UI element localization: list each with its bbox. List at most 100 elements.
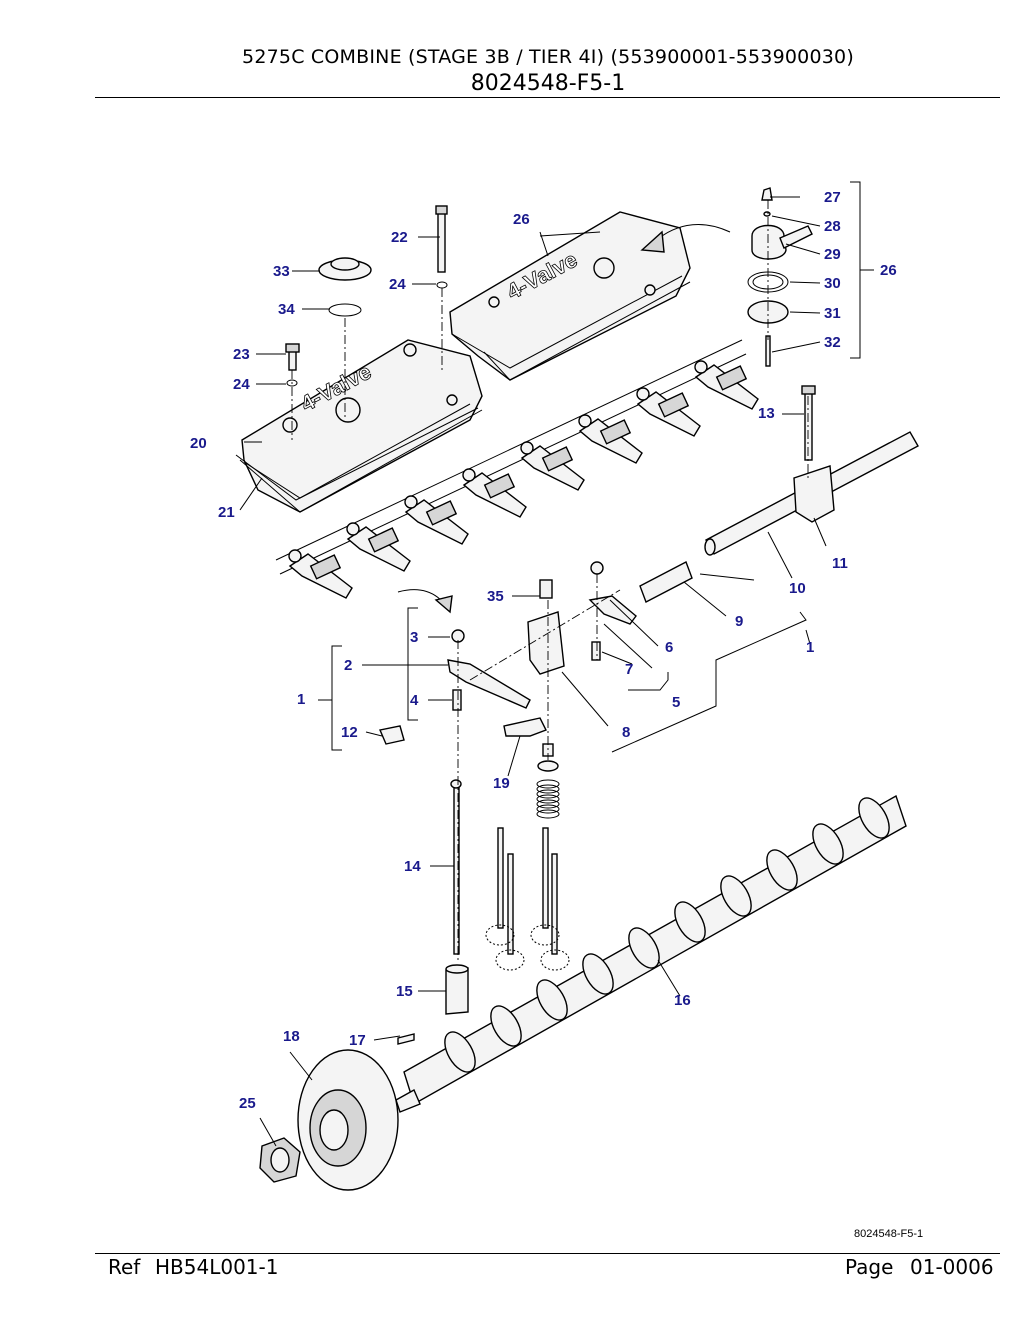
leader-line: [539, 231, 601, 237]
adjuster-nut: [694, 360, 708, 374]
rocker-arm-assembly: [275, 339, 759, 599]
callout-24: 24: [233, 376, 250, 393]
shaft-spring: [599, 419, 632, 445]
header-rule: [95, 97, 1000, 98]
leader-line: [373, 1035, 401, 1041]
adjuster-nut: [636, 387, 650, 401]
cam-lobe: [720, 875, 752, 917]
callout-26: 26: [513, 211, 530, 228]
callout-28: 28: [824, 218, 841, 235]
leader-line: [657, 959, 681, 997]
bracket-line: [805, 629, 811, 645]
leader-line: [259, 1117, 277, 1147]
leader-line: [239, 477, 263, 511]
leader-line: [789, 311, 821, 314]
ref-value: HB54L001-1: [155, 1255, 279, 1279]
callout-18: 18: [283, 1028, 300, 1045]
bracket-line: [628, 672, 669, 691]
callout-5: 5: [672, 694, 680, 711]
adjuster-nut: [404, 495, 418, 509]
adjuster-nut: [520, 441, 534, 455]
callout-27: 27: [824, 189, 841, 206]
callout-17: 17: [349, 1032, 366, 1049]
leader-line: [365, 731, 383, 737]
leader-line: [771, 215, 821, 227]
callout-29: 29: [824, 246, 841, 263]
valve-train: [445, 717, 570, 1015]
shaft-spring: [657, 392, 690, 418]
cam-lobe: [444, 1031, 476, 1073]
arrow-head: [640, 230, 665, 253]
leader-line: [609, 599, 659, 647]
callout-13: 13: [758, 405, 775, 422]
callout-20: 20: [190, 435, 207, 452]
callout-11: 11: [832, 555, 848, 572]
shaft-spring: [483, 473, 516, 499]
valve-spring-coil: [536, 799, 560, 809]
callout-4: 4: [410, 692, 419, 709]
adjuster-nut: [288, 549, 302, 563]
figure-id-label: 8024548-F5-1: [854, 1228, 923, 1240]
adjuster-nut: [462, 468, 476, 482]
cam-lobe: [628, 927, 660, 969]
callout-21: 21: [218, 504, 235, 521]
callout-3: 3: [410, 629, 418, 646]
callout-2: 2: [344, 657, 352, 674]
adjuster-nut: [346, 522, 360, 536]
valve-spring-coil: [536, 779, 560, 789]
callout-16: 16: [674, 992, 691, 1009]
cam-lobe: [674, 901, 706, 943]
leader-line: [507, 735, 521, 777]
leader-line: [603, 623, 653, 669]
bracket-line: [611, 611, 807, 753]
camshaft: [395, 794, 907, 1113]
valve-spring-coil: [536, 789, 560, 799]
bracket-line: [850, 181, 861, 359]
callout-1: 1: [806, 639, 814, 656]
footer-rule: [95, 1253, 1000, 1254]
callout-12: 12: [341, 724, 358, 741]
leader-line: [789, 281, 821, 284]
camshaft-gear: [259, 1049, 399, 1191]
callout-23: 23: [233, 346, 250, 363]
callout-26: 26: [880, 262, 897, 279]
cam-lobe: [858, 797, 890, 839]
callout-25: 25: [239, 1095, 256, 1112]
cam-lobe: [490, 1005, 522, 1047]
assembly-arrow: [397, 589, 447, 607]
cam-lobe: [536, 979, 568, 1021]
callout-22: 22: [391, 229, 408, 246]
bracket-line: [331, 645, 342, 751]
callout-35: 35: [487, 588, 504, 605]
shaft-spring: [367, 527, 400, 553]
leader-line: [561, 671, 609, 727]
leader-line: [601, 651, 633, 665]
callout-14: 14: [404, 858, 421, 875]
shaft-spring: [541, 446, 574, 472]
callout-10: 10: [789, 580, 806, 597]
cam-lobe: [812, 823, 844, 865]
callout-24: 24: [389, 276, 406, 293]
valve-spring-coil: [536, 784, 560, 794]
leader-line: [813, 517, 827, 547]
ref-label: Ref: [108, 1255, 141, 1279]
shaft-spring: [425, 500, 458, 526]
valve-spring-coil: [536, 794, 560, 804]
callout-9: 9: [735, 613, 743, 630]
callout-15: 15: [396, 983, 413, 1000]
cam-lobe: [582, 953, 614, 995]
leader-line: [785, 243, 821, 255]
callout-19: 19: [493, 775, 510, 792]
callout-6: 6: [665, 639, 673, 656]
figure-number: 8024548-F5-1: [470, 71, 626, 96]
callout-8: 8: [622, 724, 630, 741]
cam-lobe: [766, 849, 798, 891]
oil-filler-cap: [285, 205, 448, 387]
arrow-head: [434, 595, 453, 614]
shaft-spring: [309, 554, 342, 580]
callout-34: 34: [278, 301, 295, 318]
valve-cover-rear: 4-Valve: [449, 211, 691, 381]
callout-31: 31: [824, 305, 841, 322]
callout-1: 1: [297, 691, 305, 708]
